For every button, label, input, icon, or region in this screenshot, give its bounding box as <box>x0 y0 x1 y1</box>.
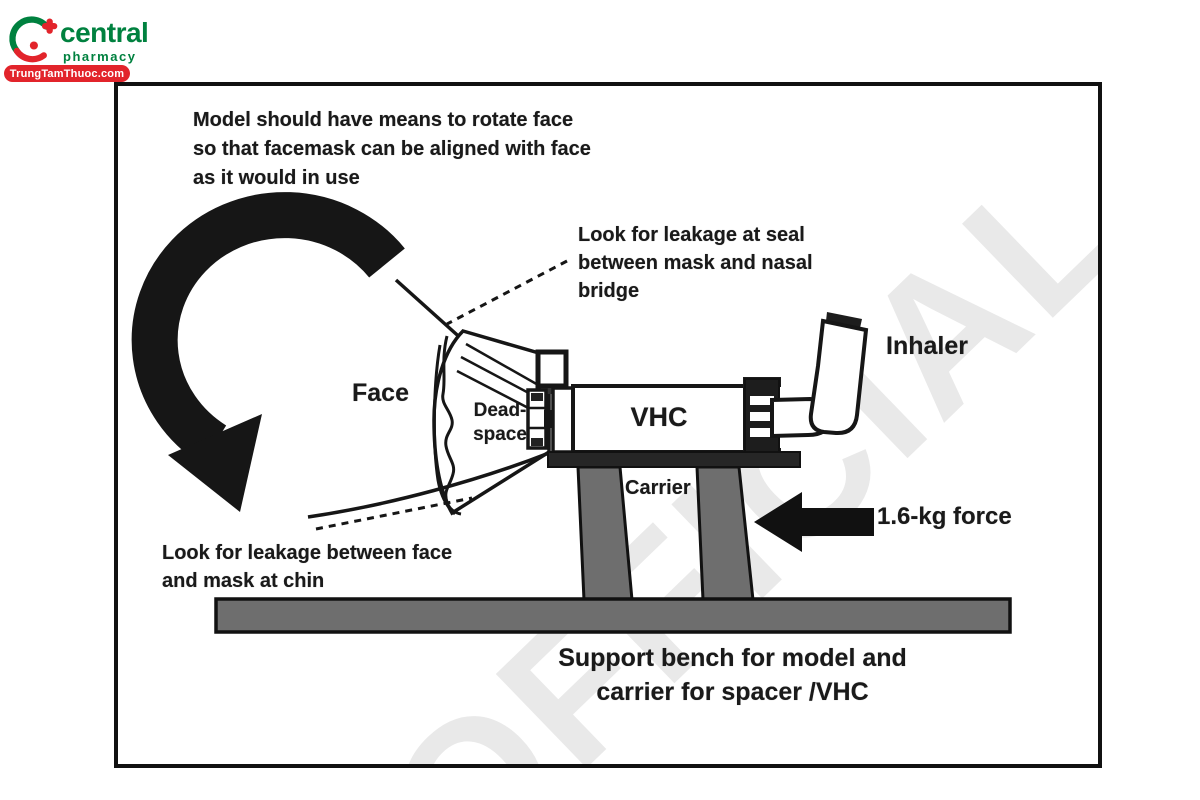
chin-leakage-note: Look for leakage between face and mask a… <box>162 542 453 592</box>
logo-tagline-text: pharmacy <box>63 49 137 64</box>
logo-plus-icon <box>42 18 58 34</box>
carrier-label: Carrier <box>625 477 691 499</box>
logo-brand-text: central <box>60 17 149 48</box>
dead-space-label: Dead- space <box>473 400 527 445</box>
logo-dot <box>29 41 38 50</box>
central-pharmacy-logo-icon <box>9 16 58 63</box>
logo-site-banner: TrungTamThuoc.com <box>4 65 130 82</box>
bench-caption: Support bench for model and carrier for … <box>558 644 907 706</box>
rotate-face-note: Model should have means to rotate face s… <box>193 109 591 189</box>
nasal-bridge-note: Look for leakage at seal between mask an… <box>578 224 813 302</box>
inhaler-label: Inhaler <box>886 332 968 360</box>
central-pharmacy-logo: central pharmacy TrungTamThuoc.com <box>0 4 180 84</box>
face-label: Face <box>352 379 409 407</box>
force-label: 1.6-kg force <box>877 503 1012 530</box>
vhc-label: VHC <box>630 402 688 432</box>
